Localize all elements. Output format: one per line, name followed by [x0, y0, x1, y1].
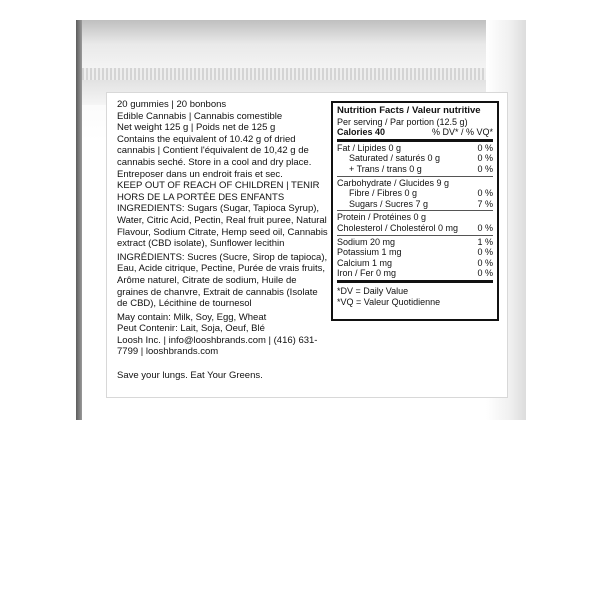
nutrition-row-dv: 1 % — [477, 236, 493, 247]
pouch-seal-strip — [82, 68, 526, 80]
nutrition-row-dv: 0 % — [477, 163, 493, 174]
label-line-allergens-fr: Peut Contenir: Lait, Soja, Oeuf, Blé — [117, 323, 265, 335]
nutrition-row-label: Protein / Protéines 0 g — [337, 212, 427, 223]
nutrition-row-dv: 0 % — [477, 142, 493, 153]
label-line-ingredients-en: INGREDIENTS: Sugars (Sugar, Tapioca Syru… — [117, 203, 328, 250]
nutrition-row: Calcium 1 mg 0 % — [337, 258, 493, 269]
nutrition-row-label: Calcium 1 mg — [337, 257, 393, 268]
nutrition-row: Potassium 1 mg 0 % — [337, 247, 493, 258]
nutrition-row-label: Cholesterol / Cholestérol 0 mg — [337, 222, 459, 233]
nutrition-row-dv: 0 % — [477, 188, 493, 199]
nutrition-row: Carbohydrate / Glucides 9 g — [337, 178, 493, 189]
nutrition-row: Sodium 20 mg 1 % — [337, 237, 493, 248]
pouch-left-edge — [76, 20, 82, 420]
nutrition-row-dv: 0 % — [477, 268, 493, 279]
nutrition-footnote-vq: *VQ = Valeur Quotidienne — [337, 296, 441, 307]
nutrition-row-label: Saturated / saturés 0 g — [349, 153, 441, 164]
label-line-contact: Loosh Inc. | info@looshbrands.com | (416… — [117, 334, 318, 358]
nutrition-title: Nutrition Facts / Valeur nutritive — [337, 105, 481, 116]
nutrition-row: Fibre / Fibres 0 g 0 % — [337, 188, 493, 199]
nutrition-serving: Per serving / Par portion (12.5 g) — [337, 116, 468, 127]
label-text-column: 20 gummies | 20 bonbons Edible Cannabis … — [117, 99, 329, 382]
nutrition-row-label: Fibre / Fibres 0 g — [349, 188, 418, 199]
nutrition-row-dv: 0 % — [477, 247, 493, 258]
nutrition-row-label: Fat / Lipides 0 g — [337, 142, 402, 153]
nutrition-row-dv: 0 % — [477, 153, 493, 164]
nutrition-row: + Trans / trans 0 g 0 % — [337, 164, 493, 175]
label-line-warning: KEEP OUT OF REACH OF CHILDREN | TENIR HO… — [117, 180, 320, 203]
product-label: 20 gummies | 20 bonbons Edible Cannabis … — [106, 92, 508, 398]
nutrition-row-label: Potassium 1 mg — [337, 247, 402, 258]
nutrition-row: Saturated / saturés 0 g 0 % — [337, 153, 493, 164]
nutrition-calories: Calories 40 — [337, 127, 386, 138]
nutrition-row: Iron / Fer 0 mg 0 % — [337, 268, 493, 279]
label-line-ingredients-fr: INGRÉDIENTS: Sucres (Sucre, Sirop de tap… — [117, 251, 328, 310]
nutrition-row-dv: 7 % — [477, 198, 493, 209]
nutrition-row-label: + Trans / trans 0 g — [349, 163, 422, 174]
nutrition-footnote-dv: *DV = Daily Value — [337, 285, 409, 296]
nutrition-calories-row: Calories 40 % DV* / % VQ* — [337, 127, 493, 138]
nutrition-dv-header: % DV* / % VQ* — [431, 127, 493, 138]
nutrition-facts-table: Nutrition Facts / Valeur nutritive Per s… — [331, 101, 499, 321]
nutrition-row-label: Sugars / Sucres 7 g — [349, 198, 429, 209]
nutrition-row-label: Carbohydrate / Glucides 9 g — [337, 177, 450, 188]
label-line-allergens-en: May contain: Milk, Soy, Egg, Wheat — [117, 311, 267, 323]
nutrition-row: Fat / Lipides 0 g 0 % — [337, 143, 493, 154]
nutrition-row: Cholesterol / Cholestérol 0 mg 0 % — [337, 223, 493, 234]
label-slogan: Save your lungs. Eat Your Greens. — [117, 370, 263, 382]
label-line-equivalent: Contains the equivalent of 10.42 g of dr… — [117, 133, 312, 180]
label-line-type: Edible Cannabis | Cannabis comestible — [117, 110, 283, 122]
nutrition-row-label: Sodium 20 mg — [337, 236, 396, 247]
nutrition-row-label: Iron / Fer 0 mg — [337, 268, 397, 279]
nutrition-row: Protein / Protéines 0 g — [337, 212, 493, 223]
label-line-count: 20 gummies | 20 bonbons — [117, 99, 227, 110]
nutrition-row-dv: 0 % — [477, 257, 493, 268]
label-line-weight: Net weight 125 g | Poids net de 125 g — [117, 122, 276, 134]
nutrition-row: Sugars / Sucres 7 g 7 % — [337, 199, 493, 210]
nutrition-row-dv: 0 % — [477, 222, 493, 233]
